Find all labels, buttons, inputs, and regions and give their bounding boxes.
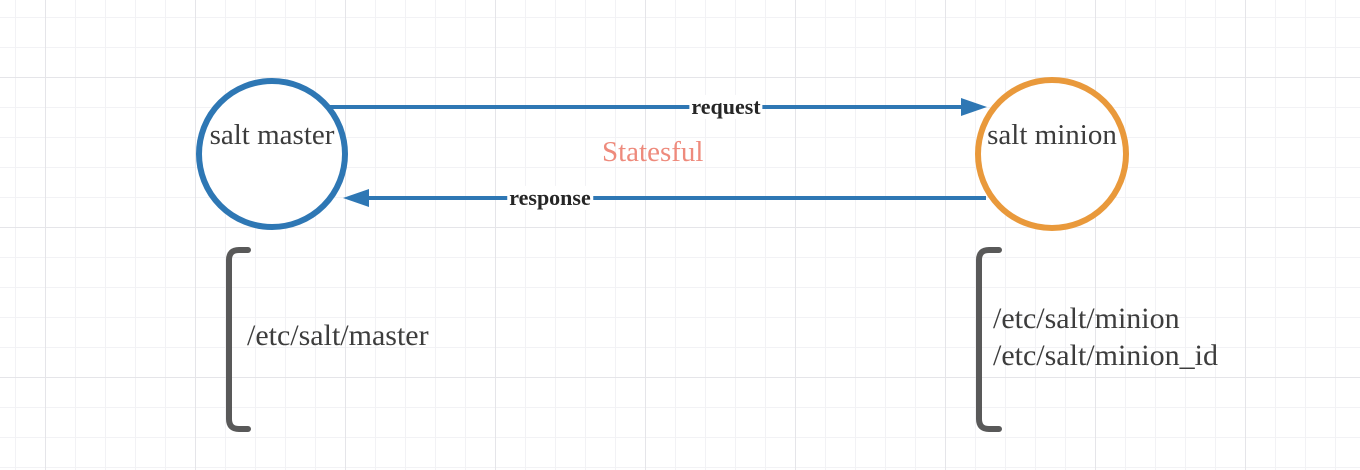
request-edge-label: request — [689, 93, 763, 120]
master-config-bracket — [226, 247, 251, 432]
minion-config-path-2: /etc/salt/minion_id — [993, 339, 1218, 372]
salt-master-node-label: salt master — [209, 119, 335, 151]
statesful-annotation: Statesful — [602, 136, 704, 168]
salt-minion-node — [975, 77, 1129, 231]
response-arrowhead-icon — [343, 189, 369, 207]
minion-config-paths: /etc/salt/minion /etc/salt/minion_id — [993, 300, 1218, 374]
request-arrowhead-icon — [961, 98, 987, 116]
salt-master-node — [196, 78, 348, 230]
minion-config-path-1: /etc/salt/minion — [993, 302, 1180, 335]
master-config-path: /etc/salt/master — [247, 319, 429, 352]
response-edge-label: response — [507, 184, 593, 211]
minion-config-bracket — [976, 247, 1002, 432]
salt-minion-node-label: salt minion — [987, 119, 1117, 151]
